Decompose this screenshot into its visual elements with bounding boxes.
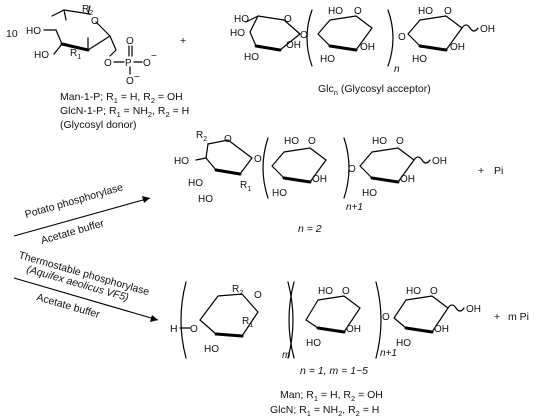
- svg-text:HO: HO: [306, 338, 321, 349]
- reaction-2-buffer: Acetate buffer: [35, 291, 101, 321]
- donor-ring-o: O: [91, 16, 99, 27]
- svg-text:O: O: [354, 6, 362, 17]
- svg-text:O: O: [348, 164, 356, 175]
- product-1-repeat: n+1: [346, 202, 363, 213]
- product-2: H O R2 O HO R1 m HO O HO OH n+1 O HO O H: [170, 281, 529, 418]
- acceptor-ring-2: HO O HO OH: [317, 6, 375, 65]
- svg-text:O: O: [444, 6, 452, 17]
- donor-o-top: O: [126, 36, 134, 47]
- glycosyl-acceptor: HO HO HO OH O O HO O HO OH n O HO O HO: [230, 6, 495, 97]
- svg-text:O: O: [430, 286, 438, 297]
- donor-role: (Glycosyl donor): [60, 119, 136, 131]
- reaction-1-buffer: Acetate buffer: [40, 217, 106, 247]
- reaction-2-arrow: [13, 277, 159, 321]
- svg-text:OH: OH: [360, 42, 375, 53]
- donor-ho-2: HO: [34, 50, 49, 61]
- acceptor-terminal-oh: OH: [480, 24, 495, 35]
- svg-text:O: O: [254, 154, 262, 165]
- glycosyl-donor: 10 O HO HO R2 R1 O P O O − O − Man-1-P; …: [6, 4, 189, 131]
- product-2-repeat-n: n+1: [380, 348, 397, 359]
- product-2-plus: +: [494, 311, 500, 323]
- product-1: HO R2 O HO HO R1 O HO O HO OH n+1 O HO O…: [174, 130, 503, 235]
- svg-text:HO: HO: [362, 188, 377, 199]
- plus-donor-acceptor: +: [180, 35, 186, 47]
- donor-o-right: O: [143, 58, 151, 69]
- reaction-2: Thermostable phosphorylase (Aquifex aeol…: [13, 249, 529, 418]
- svg-text:OH: OH: [466, 304, 481, 315]
- donor-r1: R1: [70, 48, 81, 61]
- product-1-r1: R1: [240, 180, 251, 193]
- product-2-byproduct: m Pi: [508, 311, 529, 323]
- svg-text:HO: HO: [372, 136, 387, 147]
- product-1-plus: +: [478, 165, 484, 177]
- donor-r2: R2: [82, 4, 93, 17]
- reaction-1-condition: n = 2: [298, 223, 322, 235]
- donor-label-man: Man-1-P; R1 = H, R2 = OH: [60, 91, 183, 105]
- acceptor-label: Glcn (Glycosyl acceptor): [318, 83, 431, 97]
- svg-text:HO: HO: [284, 136, 299, 147]
- acceptor-repeat-n: n: [394, 64, 400, 75]
- product-2-label-man: Man; R1 = H, R2 = OH: [280, 389, 383, 403]
- svg-text:HO: HO: [272, 188, 287, 199]
- svg-text:OH: OH: [450, 42, 465, 53]
- svg-text:HO: HO: [230, 28, 245, 39]
- svg-text:HO: HO: [318, 286, 333, 297]
- svg-text:O: O: [308, 136, 316, 147]
- svg-text:O: O: [284, 14, 292, 25]
- product-1-r2: R2: [196, 130, 207, 143]
- acceptor-ring-3: HO O HO OH OH: [407, 6, 495, 65]
- svg-text:O: O: [190, 324, 198, 335]
- reaction-1-enzyme: Potato phosphorylase: [24, 181, 125, 221]
- donor-ho-1: HO: [26, 26, 41, 37]
- product-2-end-group: H: [170, 323, 178, 335]
- svg-text:HO: HO: [234, 14, 249, 25]
- product-2-label-glcn: GlcN; R1 = NH2, R2 = H: [270, 404, 379, 418]
- svg-text:HO: HO: [412, 54, 427, 65]
- svg-text:O: O: [254, 290, 262, 301]
- product-2-r1: R1: [242, 316, 253, 329]
- reaction-1-arrow: [13, 197, 151, 237]
- donor-o-link: O: [104, 58, 112, 69]
- acceptor-ring-1: HO HO HO OH O: [230, 14, 301, 63]
- svg-text:O: O: [398, 32, 406, 43]
- reaction-1: Potato phosphorylase Acetate buffer HO R…: [13, 130, 503, 247]
- svg-text:HO: HO: [320, 54, 335, 65]
- svg-text:HO: HO: [188, 178, 203, 189]
- donor-p: P: [125, 58, 132, 69]
- product-2-r2: R2: [232, 284, 243, 297]
- product-1-byproduct: Pi: [494, 165, 503, 177]
- svg-text:OH: OH: [312, 174, 327, 185]
- svg-text:OH: OH: [286, 40, 301, 51]
- svg-text:HO: HO: [198, 194, 213, 205]
- svg-text:O: O: [342, 286, 350, 297]
- svg-text:HO: HO: [244, 52, 259, 63]
- donor-o-bottom: O: [126, 76, 134, 87]
- svg-text:HO: HO: [406, 286, 421, 297]
- svg-text:HO: HO: [204, 344, 219, 355]
- svg-text:OH: OH: [346, 324, 361, 335]
- svg-text:HO: HO: [328, 6, 343, 17]
- svg-text:O: O: [382, 312, 390, 323]
- svg-text:HO: HO: [418, 6, 433, 17]
- donor-stoichiometry: 10: [6, 28, 18, 40]
- product-2-repeat-m: m: [282, 350, 290, 361]
- svg-text:OH: OH: [400, 174, 415, 185]
- svg-text:OH: OH: [434, 324, 449, 335]
- svg-text:O: O: [300, 30, 308, 41]
- svg-text:O: O: [224, 134, 232, 145]
- svg-text:OH: OH: [432, 156, 447, 167]
- svg-text:HO: HO: [396, 338, 411, 349]
- reaction-2-condition: n = 1, m = 1~5: [300, 365, 368, 377]
- svg-text:O: O: [396, 136, 404, 147]
- donor-label-glcn: GlcN-1-P; R1 = NH2, R2 = H: [60, 105, 189, 119]
- svg-text:HO: HO: [174, 156, 189, 167]
- donor-minus-1: −: [151, 51, 157, 62]
- donor-minus-2: −: [134, 72, 140, 83]
